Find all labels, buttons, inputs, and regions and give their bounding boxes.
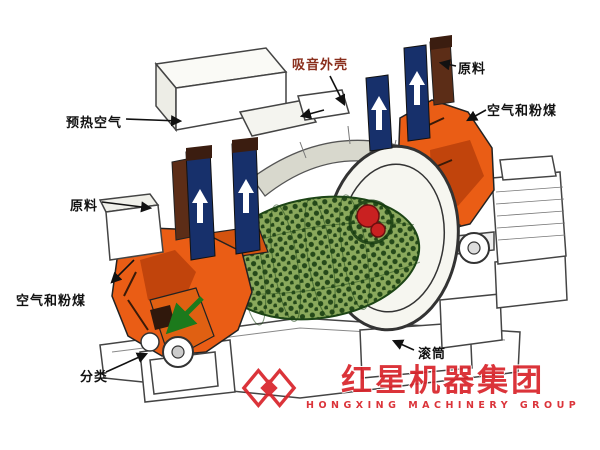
label-air-coal-right: 空气和粉煤 xyxy=(487,104,558,119)
preheat-duct xyxy=(98,47,350,261)
arrow-air-coal-left xyxy=(110,259,135,284)
arrow-raw-material-top xyxy=(438,59,457,71)
arrow-classification xyxy=(105,352,149,373)
watermark: 红星机器集团 HONGXING MACHINERY GROUP xyxy=(240,364,580,412)
label-drum: 滚筒 xyxy=(418,347,447,362)
flow-arrow-classifier xyxy=(165,296,204,335)
label-air-coal-left: 空气和粉煤 xyxy=(16,294,87,309)
label-classification: 分类 xyxy=(80,370,109,385)
arrow-raw-material-left xyxy=(101,201,153,213)
watermark-title: 红星机器集团 xyxy=(341,363,546,400)
up-arrow-icon xyxy=(371,96,387,130)
left-pipes xyxy=(171,137,261,261)
hongxing-logo-icon xyxy=(241,367,297,409)
watermark-subtitle: HONGXING MACHINERY GROUP xyxy=(306,399,581,411)
right-pipes xyxy=(365,35,455,152)
classifier-unit xyxy=(140,332,219,395)
motor-assembly xyxy=(455,155,568,309)
arrow-sound-shell xyxy=(329,75,346,107)
up-arrow-icon xyxy=(238,179,254,213)
label-preheat-air: 预热空气 xyxy=(66,116,123,131)
arrow-preheat-air xyxy=(125,115,183,127)
arrow-drum xyxy=(391,339,415,351)
label-raw-material-left: 原料 xyxy=(70,199,99,214)
label-raw-material-top: 原料 xyxy=(458,62,487,77)
annotation-arrows xyxy=(101,59,487,373)
up-arrow-icon xyxy=(192,189,208,223)
label-sound-shell: 吸音外壳 xyxy=(292,58,349,73)
arrow-sound-shell-2 xyxy=(299,108,325,120)
arrow-air-coal-right xyxy=(466,109,487,122)
up-arrow-icon xyxy=(409,71,425,105)
drum-inner-detail xyxy=(348,199,394,245)
